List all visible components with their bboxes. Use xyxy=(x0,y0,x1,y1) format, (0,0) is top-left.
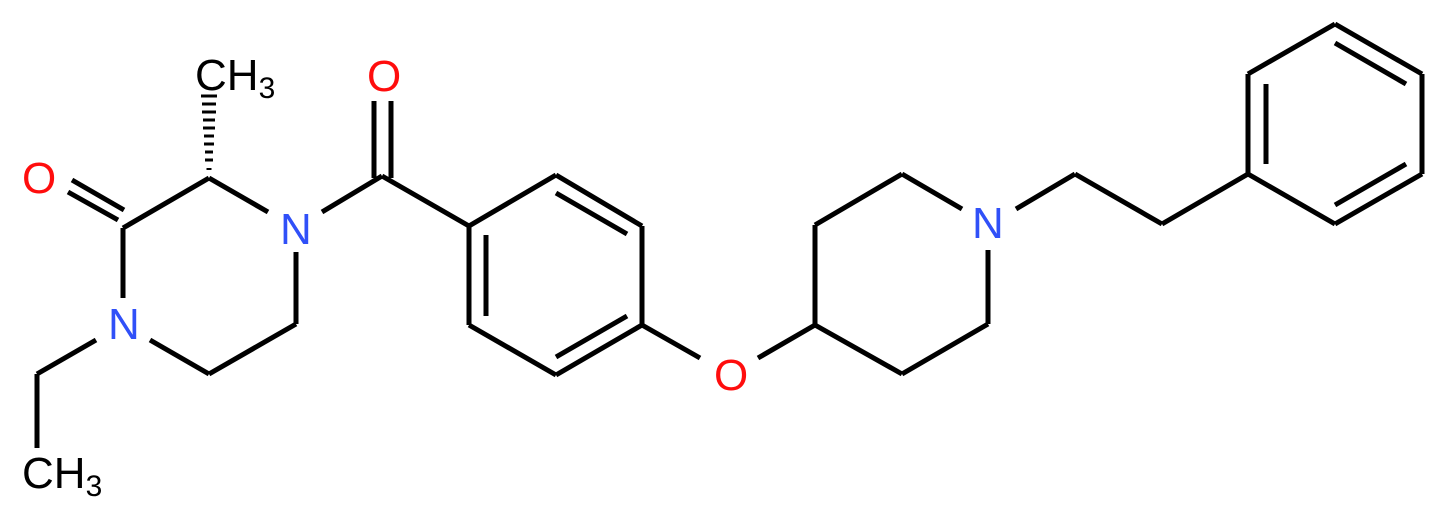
ether-linkage xyxy=(640,322,817,361)
methyl-ethyl-label: CH3 xyxy=(22,449,102,503)
svg-text:CH3: CH3 xyxy=(22,449,102,503)
phenethyl-chain xyxy=(1014,171,1250,227)
oxygen-amide-label: O xyxy=(367,52,401,101)
piperazinone-ring xyxy=(120,175,299,377)
amide-carbonyl xyxy=(320,101,471,229)
nitrogen-n4-label: N xyxy=(280,205,312,254)
nitrogen-piperidine-label: N xyxy=(972,199,1004,248)
hashed-wedge-bond xyxy=(201,94,217,170)
nitrogen-n1-label: N xyxy=(108,300,140,349)
oxygen-ketone-label: O xyxy=(22,154,56,203)
benzene-ring-terminal xyxy=(1245,21,1425,227)
svg-text:CH3: CH3 xyxy=(195,51,275,105)
ethyl-group xyxy=(34,337,98,448)
ketone-double-bond xyxy=(66,177,126,223)
oxygen-ether-label: O xyxy=(714,351,748,400)
benzene-ring-central xyxy=(466,172,645,378)
piperidine-ring xyxy=(812,171,991,377)
methyl-top-label: CH3 xyxy=(195,51,275,105)
